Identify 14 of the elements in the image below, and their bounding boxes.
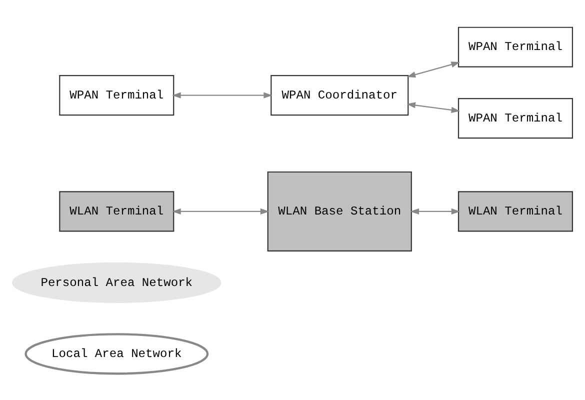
arrow: [410, 208, 460, 214]
node-box: WPAN Coordinator: [270, 74, 409, 116]
node-box: WLAN Terminal: [458, 190, 573, 232]
node-ellipse: Local Area Network: [24, 332, 209, 374]
node-box: WPAN Terminal: [458, 98, 573, 138]
node-box: WLAN Base Station: [267, 170, 412, 251]
node-box: WLAN Terminal: [59, 190, 174, 232]
arrow: [172, 92, 272, 98]
arrow: [406, 61, 460, 78]
arrow: [172, 208, 270, 214]
node-box: WPAN Terminal: [59, 74, 174, 116]
node-ellipse: Personal Area Network: [12, 262, 222, 302]
node-box: WPAN Terminal: [458, 26, 573, 67]
arrow: [406, 102, 460, 113]
